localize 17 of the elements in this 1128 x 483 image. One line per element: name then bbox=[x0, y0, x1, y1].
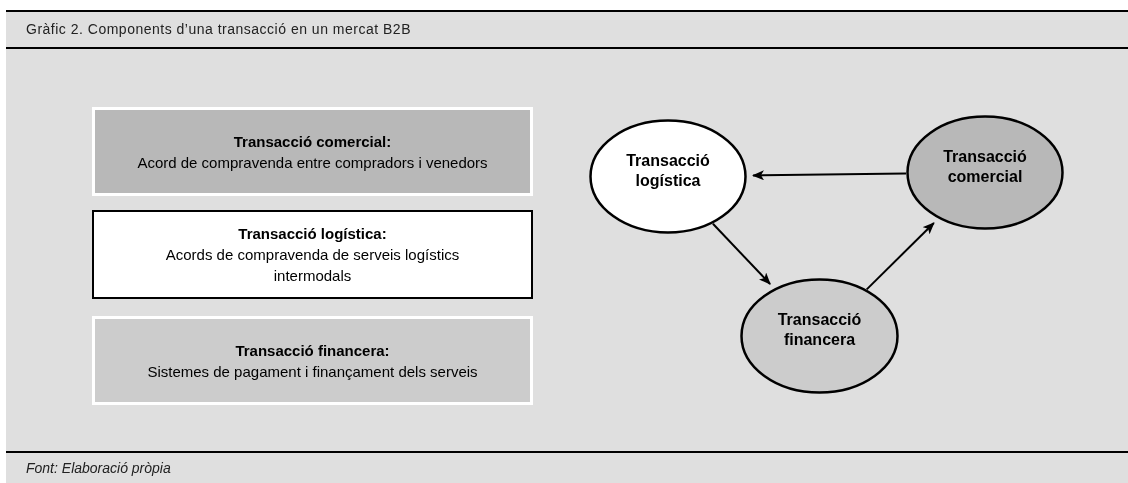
box-heading: Transacció financera: bbox=[235, 340, 390, 361]
ellipse-label: Transacció logística bbox=[625, 150, 711, 191]
box-description: Sistemes de pagament i finançament dels serveis bbox=[147, 361, 478, 382]
box-heading: Transacció logística: bbox=[238, 224, 387, 244]
box-heading: Transacció comercial: bbox=[233, 131, 392, 152]
description-box bbox=[92, 210, 533, 299]
ellipse-label: Transacció financera bbox=[776, 310, 863, 350]
arrow bbox=[711, 222, 772, 285]
description-box bbox=[92, 316, 533, 405]
description-box bbox=[92, 107, 533, 196]
arrow bbox=[865, 222, 935, 291]
title: Gràfic 2. Components d’una transacció en un mercat B2B bbox=[26, 20, 411, 39]
box-description: Acord de compravenda entre compradors i venedors bbox=[137, 152, 488, 173]
caption: Font: Elaboració pròpia bbox=[26, 458, 171, 478]
box-description: Acords de compravenda de serveis logístics intermodals bbox=[164, 245, 461, 286]
ellipse-label: Transacció comercial bbox=[942, 146, 1028, 187]
arrow bbox=[752, 170, 907, 181]
